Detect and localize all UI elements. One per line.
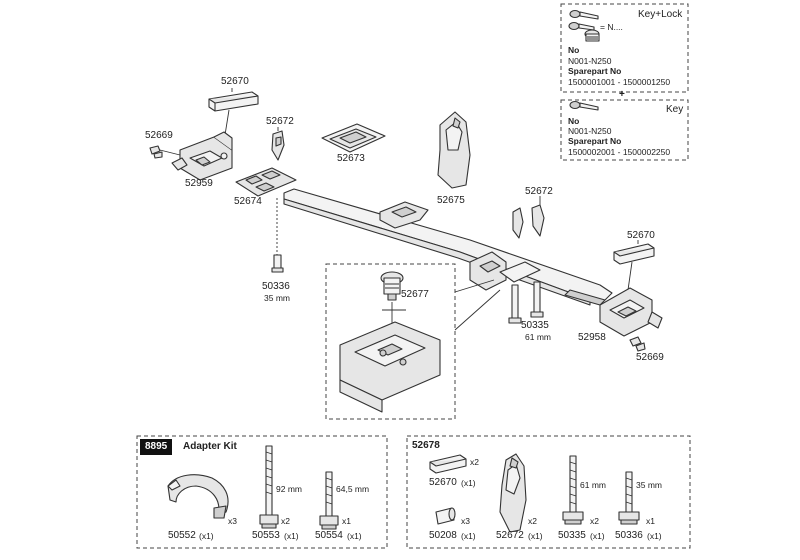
key-lock-no-range: N001-N250 <box>568 56 612 66</box>
base-plate-52674 <box>235 167 297 197</box>
clip-52669-right <box>629 336 646 352</box>
key-no-range: N001-N250 <box>568 126 612 136</box>
part-label-52958: 52958 <box>578 332 606 343</box>
qty-52672-kit: x2 <box>528 516 537 526</box>
part-label-50336-kit: 50336 <box>615 530 643 541</box>
length-50553: 92 mm <box>276 484 302 494</box>
key-lock-no-label: No <box>568 45 580 55</box>
count-50553: (x1) <box>284 531 299 541</box>
part-label-50553: 50553 <box>252 530 280 541</box>
clip-52669-left <box>149 145 163 159</box>
length-label-50336-main: 35 mm <box>264 293 290 303</box>
count-50552: (x1) <box>199 531 214 541</box>
bolt-50553 <box>259 445 279 529</box>
count-52672-kit: (x1) <box>528 531 543 541</box>
wheel-holder-52959 <box>171 131 233 181</box>
key-lock-box <box>560 3 689 93</box>
rail <box>283 188 613 306</box>
frame-holder-52675 <box>437 111 471 189</box>
rail-mount <box>469 251 541 291</box>
key-icon <box>569 9 599 20</box>
length-50336-kit: 35 mm <box>636 480 662 490</box>
key-lock-spare-range: 1500001001 - 1500001250 <box>568 77 671 87</box>
key-lock-title: Key+Lock <box>638 9 683 20</box>
bolt-50335-main <box>508 281 544 324</box>
count-52670-kit: (x1) <box>461 478 476 488</box>
strap-tip-52672-kit <box>499 453 527 533</box>
qty-50553: x2 <box>281 516 290 526</box>
plus-sign: + <box>619 89 625 100</box>
pad-52670-right <box>613 243 655 265</box>
mount-detail <box>339 321 441 413</box>
rail-clamp <box>379 201 429 229</box>
part-label-52672-kit: 52672 <box>496 530 524 541</box>
kit-8895-code: 8895 <box>140 439 173 455</box>
frame-bracket-52673 <box>321 123 386 153</box>
strap-tip-52672-left <box>271 130 285 161</box>
key-icon <box>568 21 595 31</box>
part-label-52669-right: 52669 <box>636 352 664 363</box>
count-50335-kit: (x1) <box>590 531 605 541</box>
part-label-50336-main: 50336 <box>262 281 290 292</box>
pad-52670-top <box>208 91 259 112</box>
key-spare-range: 1500002001 - 1500002250 <box>568 147 671 157</box>
part-label-52959: 52959 <box>185 178 213 189</box>
key-lock-equals: = N.... <box>600 22 623 32</box>
qty-52670-kit: x2 <box>470 457 479 467</box>
count-50336-kit: (x1) <box>647 531 662 541</box>
part-label-50554: 50554 <box>315 530 343 541</box>
kit-8895-title: Adapter Kit <box>183 441 237 452</box>
strap-tip-52672-mid <box>512 204 545 239</box>
qty-50336-kit: x1 <box>646 516 655 526</box>
bolt-50336-kit <box>618 471 640 525</box>
part-label-50335-main: 50335 <box>521 320 549 331</box>
key-box <box>560 99 689 161</box>
lock-insert-52677 <box>380 271 404 301</box>
wheel-holder-52958 <box>599 287 663 337</box>
key-spare-label: Sparepart No <box>568 136 622 146</box>
length-50335-kit: 61 mm <box>580 480 606 490</box>
part-label-52669-left: 52669 <box>145 130 173 141</box>
part-label-52670-right: 52670 <box>627 230 655 241</box>
length-50554: 64,5 mm <box>336 484 370 494</box>
part-label-52674: 52674 <box>234 196 262 207</box>
count-50208: (x1) <box>461 531 476 541</box>
qty-50552: x3 <box>228 516 237 526</box>
part-label-52675: 52675 <box>437 195 465 206</box>
qty-50208: x3 <box>461 516 470 526</box>
spacer-50208 <box>435 507 456 525</box>
part-label-52670-kit: 52670 <box>429 477 457 488</box>
part-label-52672-left: 52672 <box>266 116 294 127</box>
kit-52678-code: 52678 <box>412 440 440 451</box>
qty-50554: x1 <box>342 516 351 526</box>
pad-52670-kit <box>429 454 467 474</box>
bolt-50335-kit <box>562 455 584 525</box>
qty-50335-kit: x2 <box>590 516 599 526</box>
adapter-kit-box <box>136 435 388 549</box>
key-lock-spare-label: Sparepart No <box>568 66 622 76</box>
detail-box <box>325 263 456 420</box>
kit-52678-box <box>406 435 691 549</box>
count-50554: (x1) <box>347 531 362 541</box>
part-label-52673: 52673 <box>337 153 365 164</box>
length-label-50335-main: 61 mm <box>525 332 551 342</box>
part-label-52672-mid: 52672 <box>525 186 553 197</box>
part-label-50208: 50208 <box>429 530 457 541</box>
part-label-52677: 52677 <box>401 289 429 300</box>
bolt-50554 <box>319 471 339 530</box>
part-label-50552: 50552 <box>168 530 196 541</box>
key-icon <box>569 100 599 111</box>
key-title: Key <box>666 104 684 115</box>
lock-cylinder-icon <box>584 29 600 42</box>
bolt-50336-main <box>271 198 284 273</box>
key-no-label: No <box>568 116 580 126</box>
part-label-50335-kit: 50335 <box>558 530 586 541</box>
part-label-52670-top: 52670 <box>221 76 249 87</box>
adapter-50552 <box>167 474 229 519</box>
